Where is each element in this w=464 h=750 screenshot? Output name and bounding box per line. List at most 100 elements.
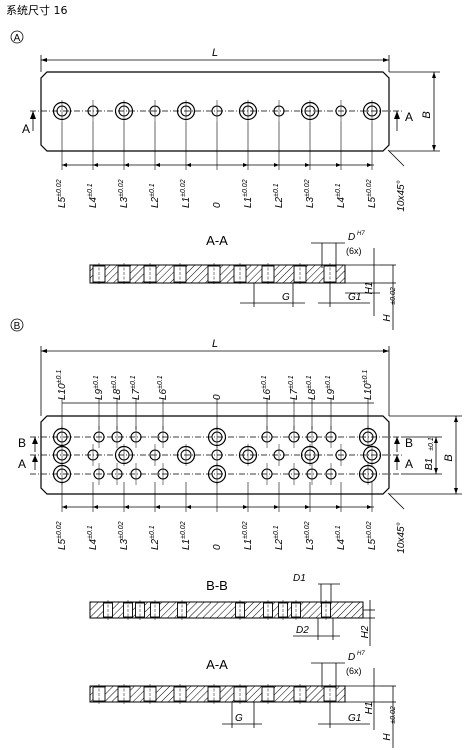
section-aa-2-h-tol: ±0.02 xyxy=(390,706,397,724)
hole-b-top-2 xyxy=(111,426,123,448)
section-aa-2-g1: G1 xyxy=(348,713,361,724)
hole-a-9 xyxy=(335,100,347,122)
hole-b-mid-5 xyxy=(211,444,223,466)
dim-label-a-7: L2±0.1 xyxy=(273,183,285,208)
hole-a-1 xyxy=(87,100,99,122)
dim-label-b-b: B xyxy=(443,454,455,461)
section-aa-1-d: D xyxy=(348,232,355,243)
section-aa-2: A-A H1 H ±0.02 D H7 (6x) G G1 xyxy=(89,651,397,748)
hole-a-0 xyxy=(52,100,72,122)
hole-b-bot-9 xyxy=(325,463,337,485)
dim-label-a-6: L1±0.02 xyxy=(242,179,254,208)
dim-label-a-4: L1±0.02 xyxy=(180,179,192,208)
dim-label-b-top-9: L9±0.1 xyxy=(325,375,337,400)
dim-label-a-8: L3±0.02 xyxy=(304,179,316,208)
chamfer-label-a: 10x45° xyxy=(396,180,407,211)
section-aa-2-g: G xyxy=(235,713,243,724)
chamfer-label-b: 10x45° xyxy=(396,522,407,553)
dim-label-b-bottom-8: L3±0.02 xyxy=(304,521,316,550)
hole-b-top-10 xyxy=(358,426,378,448)
dim-label-b-top-4: L6±0.1 xyxy=(157,375,169,400)
dim-label-a-1: L4±0.1 xyxy=(87,183,99,208)
section-bb-title: B-B xyxy=(206,578,228,593)
dim-label-a-9: L4±0.1 xyxy=(335,183,347,208)
section-aa-1-g1: G1 xyxy=(348,292,361,303)
hole-a-5 xyxy=(211,100,223,122)
dim-label-b-top-1: L9±0.1 xyxy=(93,375,105,400)
hole-b-bot-4 xyxy=(157,463,169,485)
variant-a-marker: A xyxy=(14,33,21,44)
hole-b-bot-3 xyxy=(130,463,142,485)
dim-label-a-0: L5±0.02 xyxy=(56,179,68,208)
plate-outline-a xyxy=(40,71,390,152)
dim-label-b-top-5: 0 xyxy=(212,394,223,400)
section-aa-1-h: H xyxy=(382,314,393,322)
section-bb: B-B D1 D2 H2 xyxy=(89,573,375,646)
hole-b-top-7 xyxy=(288,426,300,448)
hole-b-bot-8 xyxy=(306,463,318,485)
dim-label-l-b: L xyxy=(212,338,218,350)
hole-b-bot-1 xyxy=(93,463,105,485)
section-aa-1-g: G xyxy=(282,292,290,303)
hole-b-top-4 xyxy=(157,426,169,448)
hole-b-bot-10 xyxy=(358,463,378,485)
hole-b-top-3 xyxy=(130,426,142,448)
section-bb-d2: D2 xyxy=(296,625,309,636)
section-bb-h2: H2 xyxy=(360,625,371,638)
hole-b-mid-10 xyxy=(362,444,382,466)
section-aa-1: A-A H1 H ±0.02 D H7 (6x) G xyxy=(89,231,397,330)
dim-label-b-top-8: L8±0.1 xyxy=(306,375,318,400)
dim-label-b-bottom-2: L3±0.02 xyxy=(118,521,130,550)
dim-label-b-top-0: L10±0.1 xyxy=(56,370,68,400)
dim-label-b-bottom-3: L2±0.1 xyxy=(149,525,161,550)
page-title: 系统尺寸 16 xyxy=(6,4,68,17)
dim-label-b-top-7: L7±0.1 xyxy=(288,375,300,400)
hole-a-6 xyxy=(238,100,258,122)
section-aa-2-h1: H1 xyxy=(364,702,375,715)
dim-label-b-a: B xyxy=(421,111,433,118)
dim-label-a-3: L2±0.1 xyxy=(149,183,161,208)
dim-label-b-top-2: L8±0.1 xyxy=(111,375,123,400)
section-aa-1-count: (6x) xyxy=(346,246,362,256)
dim-label-b-bottom-9: L4±0.1 xyxy=(335,525,347,550)
section-aa-2-count: (6x) xyxy=(346,666,362,676)
dim-label-b1-tol: ±0.1 xyxy=(428,437,435,451)
section-aa-2-h: H xyxy=(382,733,393,741)
hole-a-2 xyxy=(114,100,134,122)
hole-a-7 xyxy=(273,100,285,122)
section-aa-1-title: A-A xyxy=(206,233,228,248)
dim-label-b-top-10: L10±0.1 xyxy=(362,370,374,400)
hole-a-8 xyxy=(300,100,320,122)
hole-a-4 xyxy=(176,100,196,122)
hole-b-mid-6 xyxy=(238,444,258,466)
hole-a-3 xyxy=(149,100,161,122)
dim-label-b-bottom-0: L5±0.02 xyxy=(56,521,68,550)
section-arrow-a-left: A xyxy=(18,457,26,471)
hole-b-mid-2 xyxy=(114,444,134,466)
section-aa-2-d: D xyxy=(348,652,355,663)
section-arrow-left-a: A xyxy=(22,122,30,136)
hole-b-mid-4 xyxy=(176,444,196,466)
hole-b-bot-2 xyxy=(111,463,123,485)
dim-label-b-bottom-4: L1±0.02 xyxy=(180,521,192,550)
hole-b-top-6 xyxy=(261,426,273,448)
dim-label-a-10: L5±0.02 xyxy=(366,179,378,208)
dim-label-b-top-3: L7±0.1 xyxy=(130,375,142,400)
hole-b-top-9 xyxy=(325,426,337,448)
hole-b-mid-9 xyxy=(335,444,347,466)
section-arrow-right-a: A xyxy=(405,110,413,124)
hole-b-mid-1 xyxy=(87,444,99,466)
hole-b-bot-7 xyxy=(288,463,300,485)
section-arrow-b-left: B xyxy=(18,436,26,450)
dim-label-b-bottom-1: L4±0.1 xyxy=(87,525,99,550)
dim-label-b1: B1 xyxy=(424,458,435,470)
section-aa-1-h-tol: ±0.02 xyxy=(390,287,397,305)
hole-b-top-1 xyxy=(93,426,105,448)
dim-label-a-5: 0 xyxy=(212,202,223,208)
hole-b-mid-3 xyxy=(149,444,161,466)
variant-b-marker: B xyxy=(14,321,21,332)
hole-a-10 xyxy=(362,100,382,122)
section-aa-1-d-sup: H7 xyxy=(357,231,365,237)
